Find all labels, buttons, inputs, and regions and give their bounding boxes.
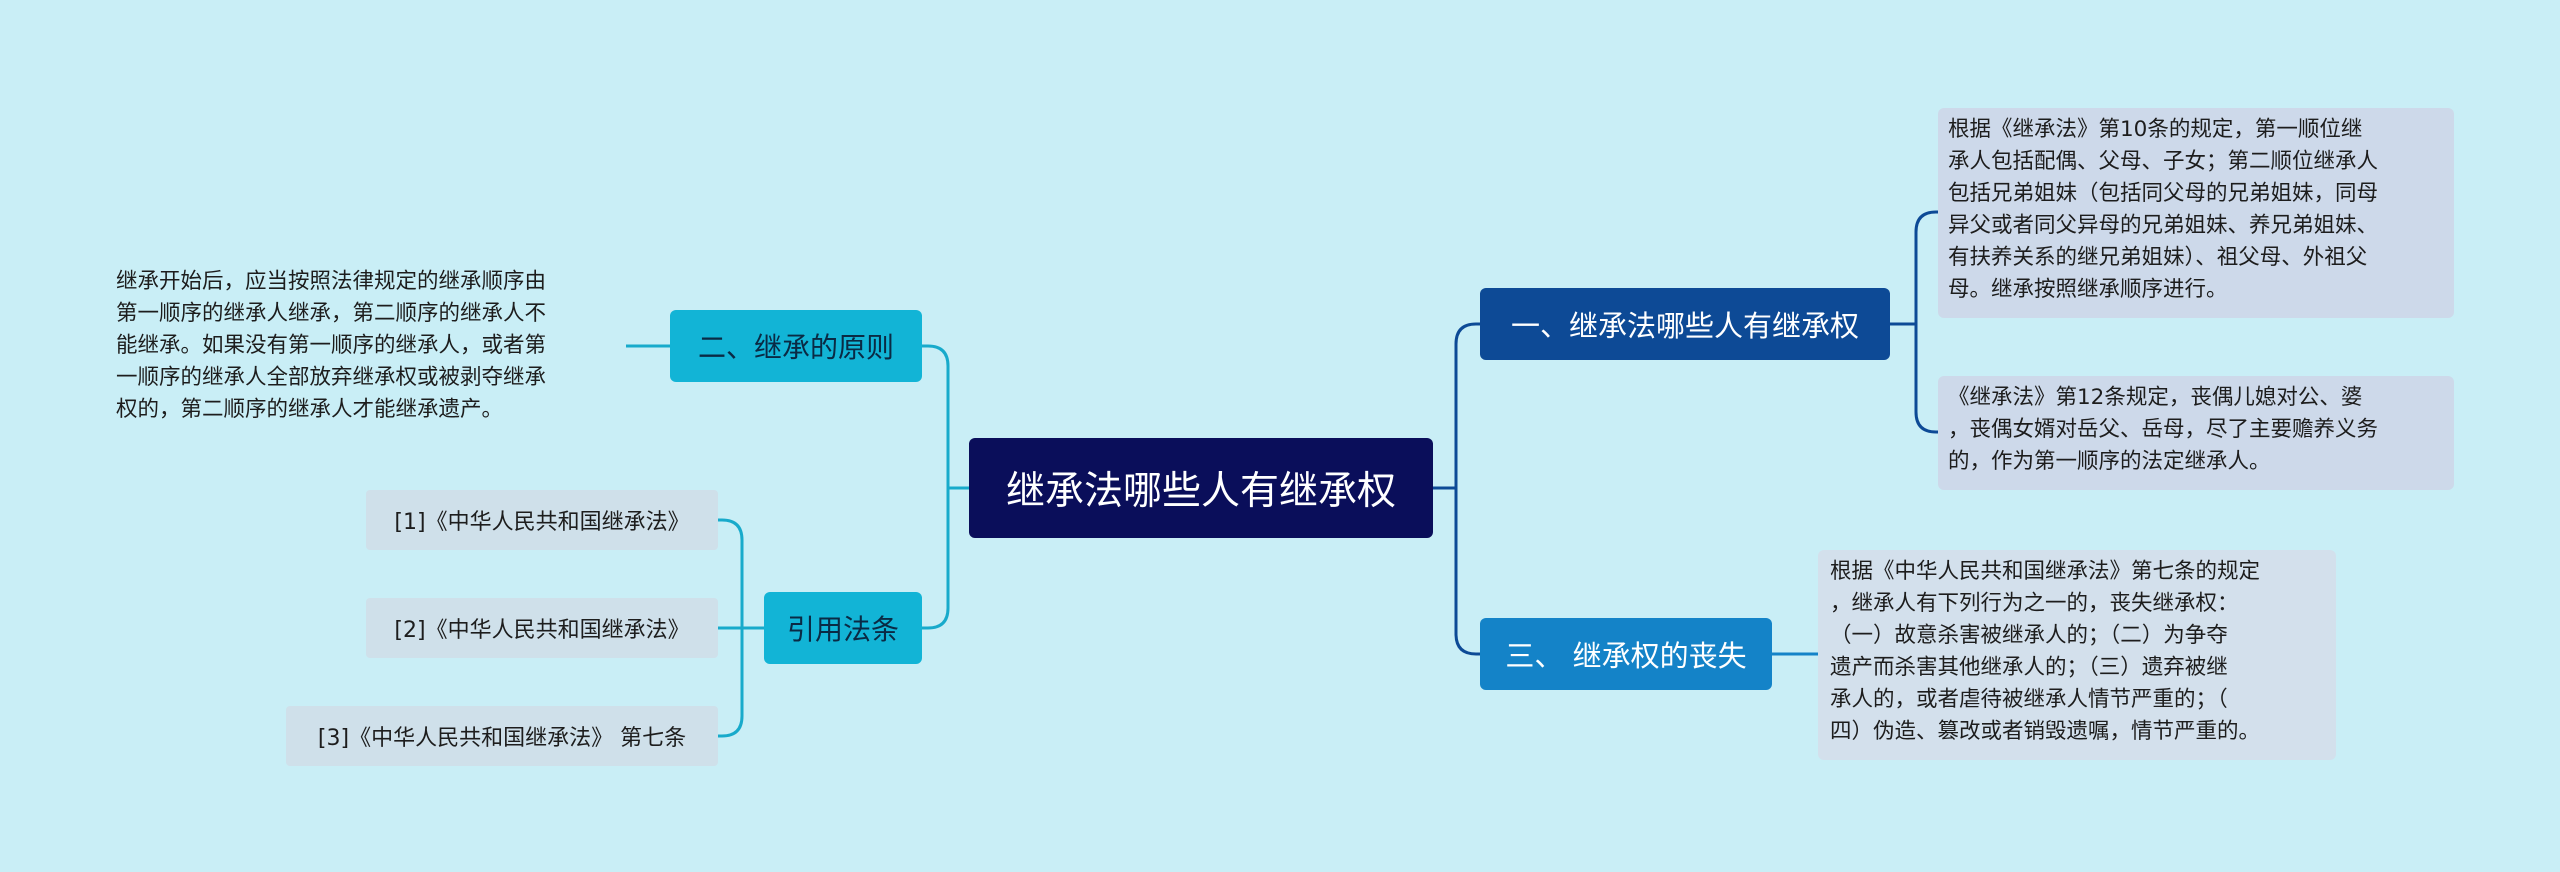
branch-loss-of-right[interactable]: 三、 继承权的丧失 <box>1480 618 1772 690</box>
citation-item-1[interactable]: [1]《中华人民共和国继承法》 <box>366 490 718 550</box>
branch-citations[interactable]: 引用法条 <box>764 592 922 664</box>
loss-line: （一）故意杀害被继承人的；（二）为争夺 <box>1830 623 2228 648</box>
branch-principle-label: 二、继承的原则 <box>697 331 894 364</box>
principle-text: 继承开始后，应当按照法律规定的继承顺序由 第一顺序的继承人继承，第二顺序的继承人… <box>116 266 624 426</box>
who-inlaw-line: 《继承法》第12条规定，丧偶儿媳对公、婆 <box>1948 385 2363 410</box>
citation-item-1-label: [1]《中华人民共和国继承法》 <box>394 510 690 535</box>
citation-item-3-label: [3]《中华人民共和国继承法》 第七条 <box>317 726 687 751</box>
root-topic[interactable]: 继承法哪些人有继承权 <box>969 438 1433 538</box>
who-inlaw-line: 的，作为第一顺序的法定继承人。 <box>1948 449 2271 474</box>
principle-line: 能继承。如果没有第一顺序的继承人，或者第 <box>116 333 547 358</box>
branch-citations-label: 引用法条 <box>786 613 899 646</box>
root-topic-label: 继承法哪些人有继承权 <box>1005 469 1396 514</box>
loss-line: 承人的，或者虐待被继承人情节严重的；（ <box>1830 687 2228 712</box>
citation-item-2[interactable]: [2]《中华人民共和国继承法》 <box>366 598 718 658</box>
loss-line: 遗产而杀害其他继承人的；（三）遗弃被继 <box>1830 655 2228 680</box>
who-inlaw-line: ，丧偶女婿对岳父、岳母，尽了主要赡养义务 <box>1948 417 2379 442</box>
who-order-line: 承人包括配偶、父母、子女；第二顺位继承人 <box>1948 149 2379 174</box>
loss-line: 根据《中华人民共和国继承法》第七条的规定 <box>1830 559 2261 584</box>
who-order-text: 根据《继承法》第10条的规定，第一顺位继 承人包括配偶、父母、子女；第二顺位继承… <box>1938 108 2454 318</box>
branch-who-inherits-label: 一、继承法哪些人有继承权 <box>1510 309 1859 343</box>
who-order-line: 异父或者同父异母的兄弟姐妹、养兄弟姐妹、 <box>1948 213 2379 238</box>
branch-who-inherits[interactable]: 一、继承法哪些人有继承权 <box>1480 288 1890 360</box>
who-order-line: 包括兄弟姐妹（包括同父母的兄弟姐妹，同母 <box>1948 181 2379 206</box>
principle-line: 一顺序的继承人全部放弃继承权或被剥夺继承 <box>116 365 547 390</box>
principle-line: 第一顺序的继承人继承，第二顺序的继承人不 <box>116 301 547 326</box>
who-inlaw-text: 《继承法》第12条规定，丧偶儿媳对公、婆 ，丧偶女婿对岳父、岳母，尽了主要赡养义… <box>1938 376 2454 490</box>
citation-item-2-label: [2]《中华人民共和国继承法》 <box>394 618 690 643</box>
branch-loss-of-right-label: 三、 继承权的丧失 <box>1505 639 1747 673</box>
loss-text: 根据《中华人民共和国继承法》第七条的规定 ，继承人有下列行为之一的，丧失继承权：… <box>1818 550 2336 760</box>
loss-line: 四）伪造、篡改或者销毁遗嘱，情节严重的。 <box>1830 719 2261 744</box>
citation-item-3[interactable]: [3]《中华人民共和国继承法》 第七条 <box>286 706 718 766</box>
who-order-line: 母。继承按照继承顺序进行。 <box>1948 277 2228 302</box>
principle-line: 继承开始后，应当按照法律规定的继承顺序由 <box>116 269 547 294</box>
who-order-line: 有扶养关系的继兄弟姐妹）、祖父母、外祖父 <box>1948 245 2368 270</box>
loss-line: ，继承人有下列行为之一的，丧失继承权： <box>1830 591 2239 616</box>
principle-line: 权的，第二顺序的继承人才能继承遗产。 <box>116 397 504 422</box>
branch-principle[interactable]: 二、继承的原则 <box>670 310 922 382</box>
who-order-line: 根据《继承法》第10条的规定，第一顺位继 <box>1948 117 2363 142</box>
